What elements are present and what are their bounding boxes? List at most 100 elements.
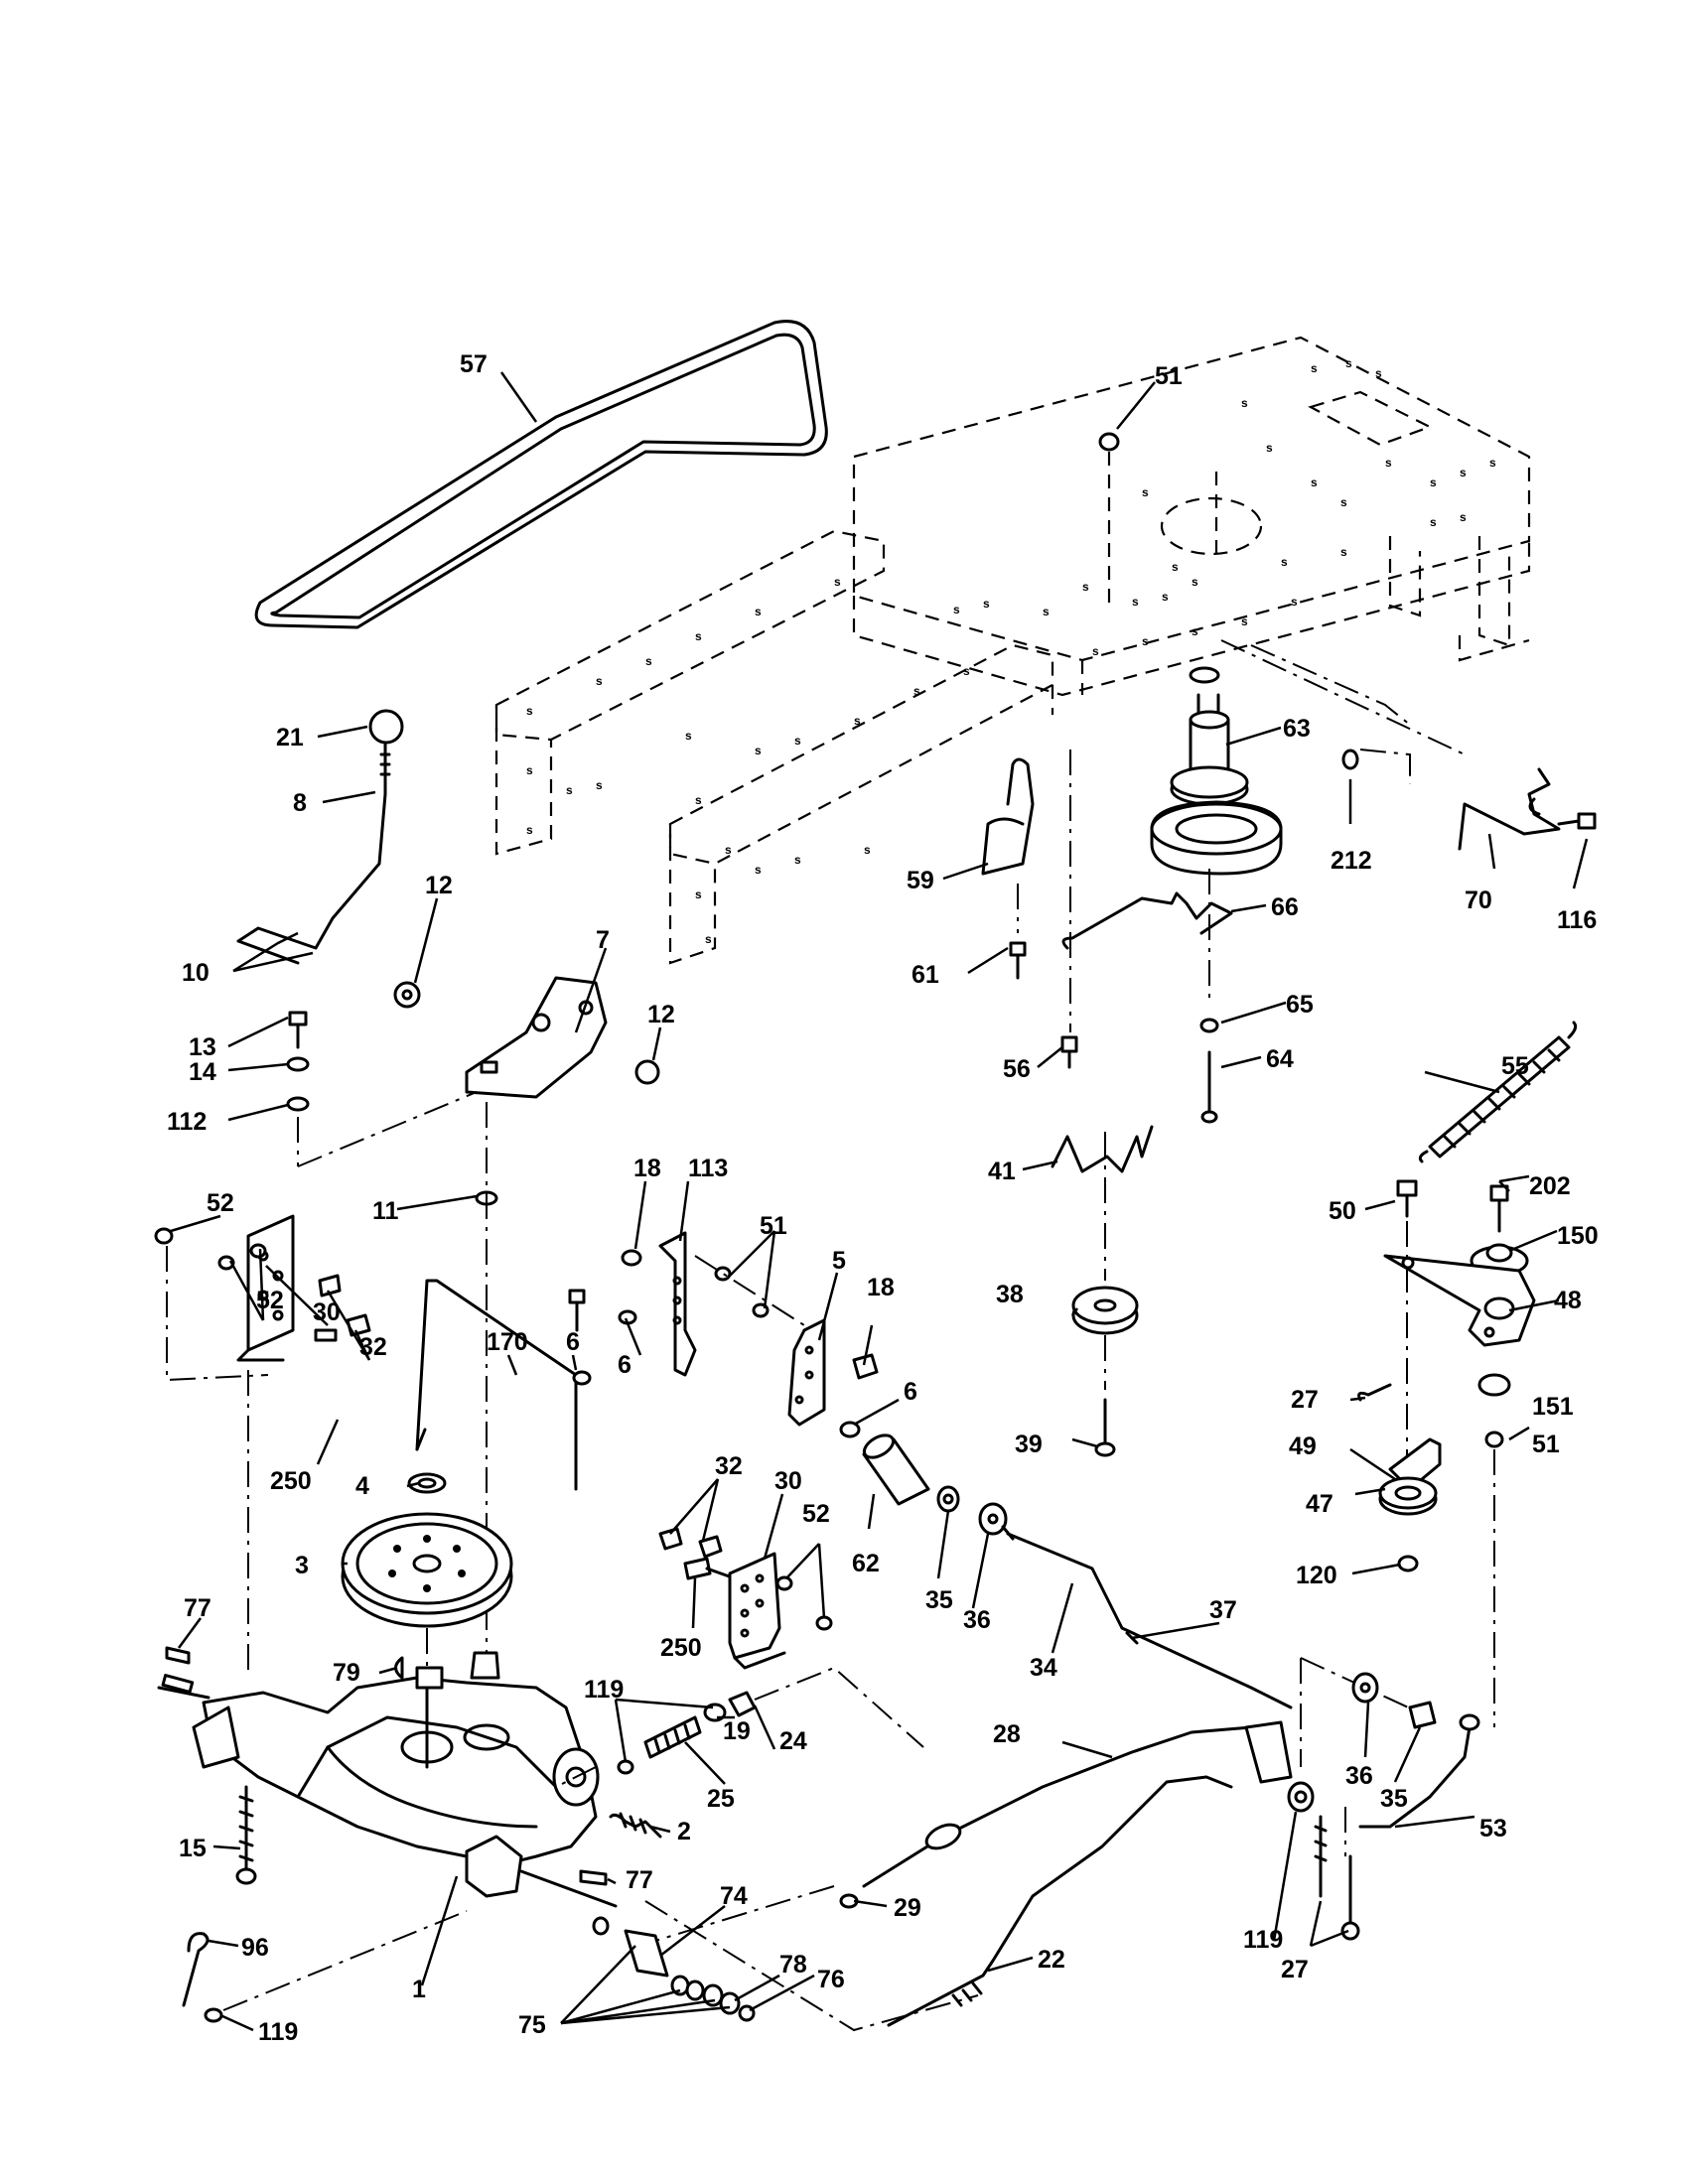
svg-text:s: s bbox=[1162, 590, 1169, 604]
callout-57: 57 bbox=[460, 350, 488, 378]
pivot-bracket bbox=[465, 976, 660, 1099]
callout-50: 50 bbox=[1329, 1197, 1356, 1225]
washer-12a bbox=[393, 981, 421, 1009]
rod-70 bbox=[1220, 639, 1597, 851]
svg-text:s: s bbox=[1266, 441, 1273, 455]
svg-text:s: s bbox=[1375, 366, 1382, 380]
axle-parts bbox=[592, 1885, 979, 2032]
svg-text:s: s bbox=[755, 605, 762, 618]
svg-text:s: s bbox=[913, 684, 920, 698]
callout-52-mid: 52 bbox=[802, 1500, 830, 1528]
spring-55 bbox=[1418, 1021, 1578, 1163]
transmission-pulley bbox=[341, 1472, 513, 1628]
callout-48: 48 bbox=[1554, 1287, 1582, 1314]
svg-text:s: s bbox=[1043, 605, 1050, 618]
callout-24: 24 bbox=[779, 1727, 807, 1755]
callout-25: 25 bbox=[707, 1785, 735, 1813]
svg-text:s: s bbox=[1430, 476, 1437, 489]
callout-6-top: 6 bbox=[566, 1328, 580, 1356]
callout-79: 79 bbox=[333, 1659, 360, 1687]
callout-13: 13 bbox=[189, 1033, 216, 1061]
callout-120: 120 bbox=[1296, 1562, 1337, 1589]
callout-36-mid: 36 bbox=[963, 1606, 991, 1634]
callout-116: 116 bbox=[1557, 906, 1597, 934]
callout-4: 4 bbox=[355, 1472, 369, 1500]
callout-202: 202 bbox=[1529, 1172, 1571, 1200]
washer-12b bbox=[634, 1059, 660, 1085]
svg-text:s: s bbox=[526, 823, 533, 837]
svg-text:s: s bbox=[1430, 515, 1437, 529]
callout-65: 65 bbox=[1286, 991, 1314, 1019]
key-77a bbox=[165, 1646, 191, 1665]
svg-text:s: s bbox=[596, 778, 603, 792]
wire-41 bbox=[1051, 1125, 1154, 1173]
callout-64: 64 bbox=[1266, 1045, 1294, 1073]
callout-55: 55 bbox=[1501, 1052, 1529, 1080]
callout-52-left: 52 bbox=[256, 1287, 284, 1314]
shift-knob bbox=[368, 709, 404, 745]
callout-41: 41 bbox=[988, 1158, 1016, 1185]
callout-5: 5 bbox=[832, 1247, 846, 1275]
callout-66: 66 bbox=[1271, 893, 1299, 921]
nut-51-top bbox=[1098, 432, 1120, 452]
svg-text:s: s bbox=[963, 664, 970, 678]
svg-text:s: s bbox=[695, 887, 702, 901]
callout-77-top: 77 bbox=[184, 1594, 211, 1622]
callout-70: 70 bbox=[1465, 887, 1492, 914]
svg-text:s: s bbox=[854, 714, 861, 728]
callout-22: 22 bbox=[1038, 1946, 1065, 1974]
svg-text:s: s bbox=[1291, 595, 1298, 609]
callout-38: 38 bbox=[996, 1281, 1024, 1308]
callout-75: 75 bbox=[518, 2011, 546, 2039]
svg-text:s: s bbox=[645, 654, 652, 668]
callout-14: 14 bbox=[189, 1058, 216, 1086]
svg-text:s: s bbox=[755, 863, 762, 877]
callout-12-mid: 12 bbox=[647, 1001, 675, 1028]
callout-37: 37 bbox=[1209, 1596, 1237, 1624]
svg-text:s: s bbox=[1241, 396, 1248, 410]
callout-77-bottom: 77 bbox=[626, 1866, 653, 1894]
callout-49: 49 bbox=[1289, 1433, 1317, 1460]
leader-lines bbox=[170, 371, 1589, 2032]
svg-text:s: s bbox=[705, 932, 712, 946]
callout-30-mid: 30 bbox=[774, 1467, 802, 1495]
idler-assembly bbox=[1357, 1179, 1536, 1727]
pin-96 bbox=[182, 1910, 468, 2023]
center-pulley-assembly bbox=[1061, 666, 1283, 1124]
svg-text:s: s bbox=[566, 783, 573, 797]
callout-39: 39 bbox=[1015, 1431, 1043, 1458]
callout-119-bottom-right: 119 bbox=[1243, 1926, 1283, 1954]
callout-8: 8 bbox=[293, 789, 307, 817]
callout-28: 28 bbox=[993, 1720, 1021, 1748]
rod-170 bbox=[415, 1279, 592, 1491]
transaxle bbox=[157, 1628, 618, 1908]
bolt-15 bbox=[235, 1785, 257, 1885]
key-77b bbox=[579, 1869, 608, 1886]
svg-text:s: s bbox=[526, 704, 533, 718]
svg-text:s: s bbox=[1092, 644, 1099, 658]
callout-32-mid: 32 bbox=[715, 1452, 743, 1480]
callout-30-left: 30 bbox=[313, 1298, 341, 1326]
callout-18-right: 18 bbox=[867, 1274, 895, 1301]
svg-text:s: s bbox=[794, 853, 801, 867]
callout-113: 113 bbox=[688, 1155, 728, 1182]
callout-35-right: 35 bbox=[1380, 1785, 1408, 1813]
callout-61: 61 bbox=[912, 961, 939, 989]
svg-text:s: s bbox=[1385, 456, 1392, 470]
svg-text:s: s bbox=[1340, 495, 1347, 509]
callout-34: 34 bbox=[1030, 1654, 1057, 1682]
svg-text:s: s bbox=[1142, 485, 1149, 499]
svg-text:s: s bbox=[1311, 476, 1318, 489]
callout-51-top: 51 bbox=[1155, 362, 1183, 390]
callout-76: 76 bbox=[817, 1966, 845, 1993]
callout-7: 7 bbox=[596, 926, 610, 954]
svg-text:s: s bbox=[953, 603, 960, 616]
pulley-38 bbox=[1071, 1132, 1139, 1457]
callout-35-mid: 35 bbox=[925, 1586, 953, 1614]
callout-170: 170 bbox=[487, 1328, 528, 1356]
callout-51-right: 51 bbox=[1532, 1431, 1560, 1458]
drive-belt bbox=[254, 320, 828, 629]
